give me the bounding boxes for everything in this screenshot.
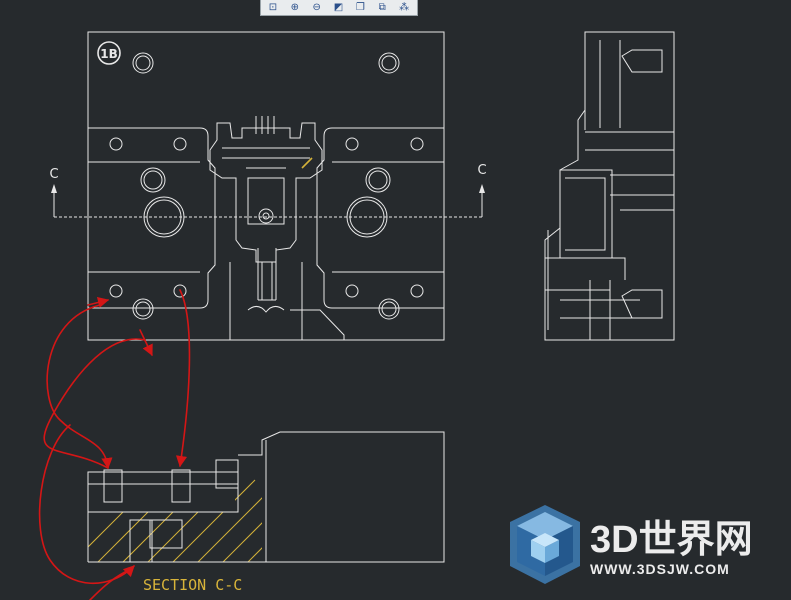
- red-markup-annotations: [38, 289, 191, 600]
- zoom-fit-icon: ⊡: [268, 2, 278, 13]
- front-view-outline: [87, 31, 445, 341]
- copy-view-button[interactable]: ⧉: [373, 1, 391, 15]
- zoom-in-button[interactable]: ⊕: [286, 1, 304, 15]
- section-view: SECTION C-C: [87, 431, 445, 594]
- shaded-view-icon: ◩: [333, 2, 344, 13]
- view-toolbar: ⊡ ⊕ ⊖ ◩ ❐ ⧉ ⁂: [260, 0, 418, 16]
- watermark: 3D世界网 WWW.3DSJW.COM: [510, 505, 753, 584]
- shaded-view-button[interactable]: ◩: [330, 1, 348, 15]
- watermark-url: WWW.3DSJW.COM: [590, 561, 730, 577]
- watermark-cube-icon: [510, 505, 580, 584]
- zoom-fit-button[interactable]: ⊡: [264, 1, 282, 15]
- markup-arrow-3: [38, 424, 135, 585]
- front-view: [87, 31, 445, 341]
- section-marker-left: C: [49, 167, 58, 182]
- left-slider-block: [88, 127, 216, 309]
- part-number-label: 1B: [100, 47, 118, 61]
- side-view: [544, 31, 675, 341]
- section-slider-plate: [87, 471, 239, 513]
- markup-arrow-2: [175, 289, 191, 468]
- layers-button[interactable]: ❐: [351, 1, 369, 15]
- zoom-out-button[interactable]: ⊖: [308, 1, 326, 15]
- section-marker-right: C: [477, 163, 486, 178]
- right-slider-block: [316, 127, 444, 309]
- measure-button[interactable]: ⁂: [395, 1, 413, 15]
- markup-arrow-1: [46, 304, 113, 470]
- zoom-out-icon: ⊖: [312, 2, 321, 13]
- center-core: [209, 122, 323, 263]
- copy-view-icon: ⧉: [378, 2, 386, 13]
- measure-icon: ⁂: [399, 2, 410, 13]
- section-body: [238, 431, 445, 563]
- section-title: SECTION C-C: [143, 576, 242, 594]
- part-number-badge: 1B: [97, 41, 121, 65]
- layers-icon: ❐: [355, 2, 365, 13]
- zoom-in-icon: ⊕: [290, 2, 299, 13]
- watermark-title: 3D世界网: [590, 519, 753, 561]
- section-cut-line: C C: [49, 163, 487, 218]
